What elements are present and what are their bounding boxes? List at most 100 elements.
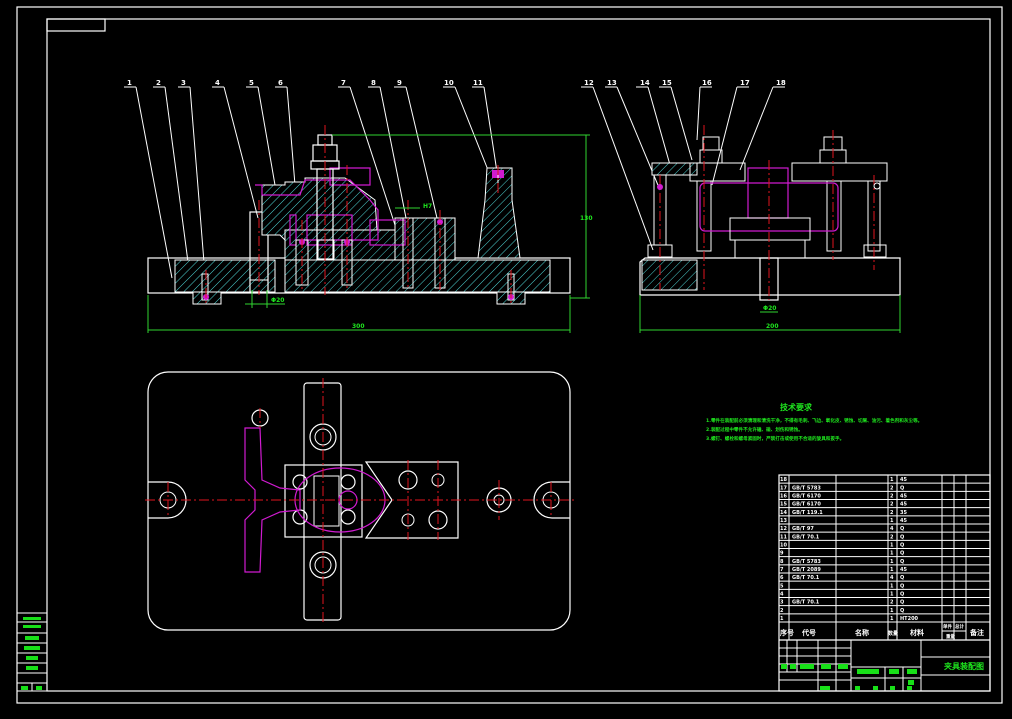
svg-text:17: 17 — [740, 79, 750, 87]
balloon-10: 10 — [443, 79, 491, 176]
bom-cell-qty: 1 — [890, 608, 894, 614]
bom-header-remark: 备注 — [969, 628, 984, 637]
svg-text:13: 13 — [607, 79, 617, 87]
bom-header-no: 序号 — [779, 628, 794, 637]
svg-text:18: 18 — [776, 79, 786, 87]
bom-cell-mat: Q — [900, 608, 904, 614]
balloon-14: 14 — [636, 79, 671, 166]
svg-text:12: 12 — [584, 79, 594, 87]
svg-text:3: 3 — [181, 79, 186, 87]
bom-cell-mat: Q — [900, 534, 904, 540]
bom-cell-qty: 1 — [890, 592, 894, 598]
bom-cell-code: GB/T 70.1 — [792, 600, 820, 606]
bom-cell-qty: 1 — [890, 477, 894, 483]
bom-cell-mat: 45 — [900, 494, 907, 500]
tech-requirements: 技术要求 1.零件在装配前必须清理和清洗干净，不得有毛刺、飞边、氧化皮、锈蚀、切… — [706, 402, 922, 442]
bom-cell-mat: 45 — [900, 567, 907, 573]
balloon-12: 12 — [581, 79, 654, 251]
bom-cell-qty: 4 — [890, 526, 894, 532]
bom-cell-mat: 45 — [900, 502, 907, 508]
bom-header-material: 材料 — [909, 628, 924, 637]
bom-cell-no: 16 — [780, 494, 787, 500]
bom-cell-qty: 1 — [890, 616, 894, 622]
dim-side-width: 200 — [766, 323, 779, 330]
bom-cell-qty: 1 — [890, 551, 894, 557]
svg-text:4: 4 — [215, 79, 220, 87]
bom-cell-no: 18 — [780, 477, 787, 483]
bom-row: 18 1 45 — [779, 477, 990, 484]
balloon-5: 5 — [246, 79, 276, 186]
bom-cell-mat: Q — [900, 592, 904, 598]
side-balloons: 12 13 14 15 16 17 18 — [581, 79, 786, 251]
svg-text:9: 9 — [397, 79, 402, 87]
bom-cell-qty: 2 — [890, 485, 894, 491]
front-balloons: 1 2 3 4 5 6 7 8 9 10 11 — [124, 79, 498, 279]
bom-cell-mat: Q — [900, 485, 904, 491]
bom-cell-no: 11 — [780, 534, 787, 540]
side-stamp-table — [16, 612, 48, 692]
bom-header-unit: 单件 — [943, 623, 952, 630]
bom-cell-no: 17 — [780, 485, 787, 491]
balloon-9: 9 — [394, 79, 438, 219]
bom-cell-mat: Q — [900, 551, 904, 557]
svg-text:10: 10 — [444, 79, 454, 87]
balloon-15: 15 — [659, 79, 693, 161]
bom-cell-no: 5 — [780, 583, 784, 589]
bom-cell-code: GB/T 97 — [792, 526, 814, 532]
balloon-16: 16 — [696, 79, 712, 141]
balloon-1: 1 — [124, 79, 173, 279]
dim-fit: H7 — [423, 203, 432, 210]
svg-text:1: 1 — [127, 79, 132, 87]
bom-cell-code: GB/T 2089 — [792, 567, 821, 573]
bom-cell-qty: 2 — [890, 600, 894, 606]
dim-height: 130 — [580, 215, 593, 222]
bom-cell-mat: HT200 — [900, 616, 919, 622]
bom-cell-qty: 2 — [890, 494, 894, 500]
bom-cell-qty: 2 — [890, 510, 894, 516]
bom-header-name: 名称 — [855, 628, 869, 637]
bom-cell-mat: 45 — [900, 518, 907, 524]
bom-cell-code: GB/T 70.1 — [792, 534, 820, 540]
bom-cell-mat: 45 — [900, 477, 907, 483]
bom-cell-no: 15 — [780, 502, 787, 508]
svg-text:6: 6 — [278, 79, 283, 87]
bom-cell-no: 13 — [780, 518, 787, 524]
bom-cell-no: 2 — [780, 608, 784, 614]
tech-heading: 技术要求 — [780, 402, 813, 412]
bom-cell-no: 6 — [780, 575, 784, 581]
svg-text:15: 15 — [662, 79, 672, 87]
bom-cell-code: GB/T 70.1 — [792, 575, 820, 581]
dim-width: 300 — [352, 323, 365, 330]
tech-line-3: 3.螺钉、螺栓和螺母紧固时，严禁打击或使用不合适的旋具和扳手。 — [706, 435, 844, 442]
inner-frame — [46, 18, 991, 692]
bom-header-weight: 重量 — [946, 633, 955, 640]
dim-side-bore: Φ20 — [763, 305, 776, 312]
balloon-17: 17 — [711, 79, 750, 186]
svg-text:14: 14 — [640, 79, 650, 87]
bom-cell-qty: 1 — [890, 559, 894, 565]
outer-frame — [16, 6, 1003, 704]
bom-cell-no: 12 — [780, 526, 787, 532]
bom-cell-mat: Q — [900, 583, 904, 589]
svg-text:11: 11 — [473, 79, 483, 87]
bom-cell-code: GB/T 6170 — [792, 502, 821, 508]
top-view — [145, 371, 575, 631]
balloon-11: 11 — [472, 79, 498, 173]
bom-cell-mat: Q — [900, 559, 904, 565]
code-box — [46, 18, 106, 32]
